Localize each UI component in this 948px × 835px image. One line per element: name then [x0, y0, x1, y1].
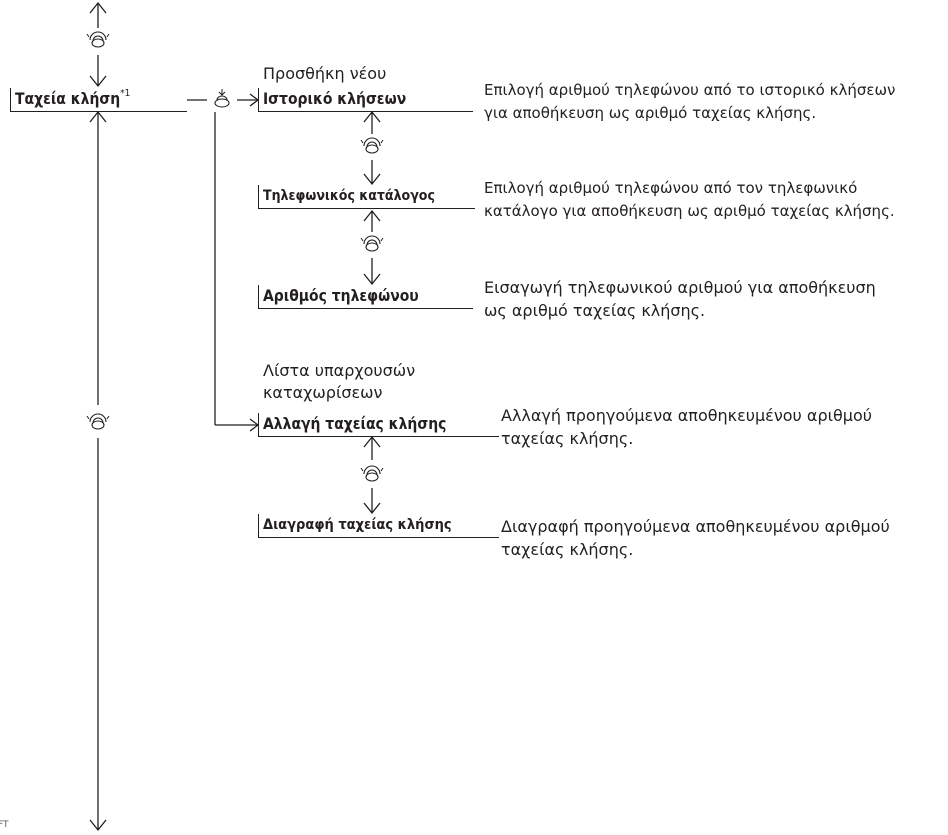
menu-item-phonebook[interactable]: Τηλεφωνικός κατάλογος — [258, 185, 475, 209]
rotate-knob-icon — [360, 235, 384, 252]
menu-item-label: Τηλεφωνικός κατάλογος — [263, 188, 435, 204]
menu-item-label: Αριθμός τηλεφώνου — [263, 287, 419, 305]
description-phonebook: Επιλογή αριθμού τηλεφώνου από τον τηλεφω… — [484, 179, 895, 220]
rotate-knob-icon — [360, 137, 384, 154]
description-phone-number: Εισαγωγή τηλεφωνικού αριθμού για αποθήκε… — [484, 278, 876, 320]
press-knob-icon — [214, 88, 230, 108]
menu-item-label: Αλλαγή ταχείας κλήσης — [263, 415, 447, 433]
main-vertical-line — [89, 1, 107, 832]
rotate-knob-icon — [360, 465, 384, 482]
description-edit-speed-dial: Αλλαγή προηγούμενα αποθηκευμένου αριθμού… — [501, 406, 873, 448]
menu-item-call-history[interactable]: Ιστορικό κλήσεων — [258, 88, 473, 112]
menu-item-edit-speed-dial[interactable]: Αλλαγή ταχείας κλήσης — [258, 413, 499, 437]
sub-vertical-3 — [363, 435, 381, 515]
rotate-knob-icon — [86, 31, 110, 48]
root-menu-box[interactable]: Ταχεία κλήση*1 — [10, 88, 187, 112]
menu-item-phone-number[interactable]: Αριθμός τηλεφώνου — [258, 285, 473, 309]
menu-item-delete-speed-dial[interactable]: Διαγραφή ταχείας κλήσης — [258, 514, 499, 538]
group-existing-label-line1: Λίστα υπαρχουσών — [263, 361, 416, 380]
group-existing-label-line2: καταχωρίσεων — [263, 383, 383, 402]
sub-vertical-1 — [363, 110, 381, 186]
root-menu-label: Ταχεία κλήση — [15, 90, 121, 108]
cropped-edge-text: FT — [0, 820, 9, 830]
description-call-history: Επιλογή αριθμού τηλεφώνου από το ιστορικ… — [484, 81, 896, 122]
rotate-knob-icon — [86, 413, 110, 430]
description-delete-speed-dial: Διαγραφή προηγούμενα αποθηκευμένου αριθμ… — [501, 517, 890, 559]
group-add-new-label: Προσθήκη νέου — [263, 64, 387, 83]
footnote-marker: *1 — [120, 88, 131, 99]
menu-item-label: Διαγραφή ταχείας κλήσης — [263, 517, 452, 533]
menu-item-label: Ιστορικό κλήσεων — [263, 90, 407, 108]
sub-vertical-2 — [363, 209, 381, 286]
